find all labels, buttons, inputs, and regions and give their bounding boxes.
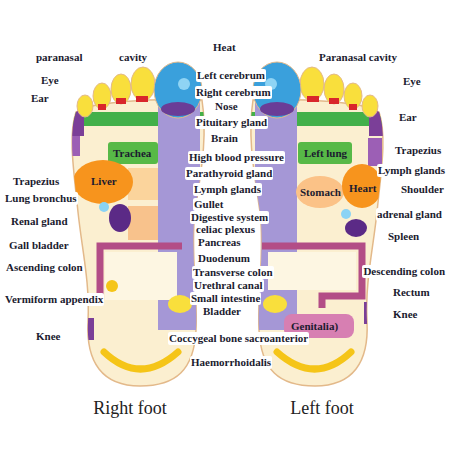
adrenal-zone: [341, 209, 351, 219]
reflex-label: Ear: [398, 111, 418, 124]
reflex-label: Eye: [402, 75, 422, 88]
reflex-label: Urethral canal: [193, 279, 264, 292]
reflex-label: Right cerebrum: [195, 86, 272, 99]
lung-zone: [298, 142, 352, 164]
reflex-label: Ascending colon: [5, 261, 84, 274]
reflex-label: Descending colon: [362, 265, 446, 278]
reflex-label: Pituitary gland: [195, 116, 268, 129]
toes: [253, 62, 378, 118]
reflex-label: Knee: [392, 308, 418, 321]
nose-zone: [161, 102, 195, 116]
stomach-zone: [296, 176, 344, 208]
organ-zones: [245, 100, 395, 369]
reflex-label: celiac plexus: [195, 223, 256, 236]
renal-gland-zone: [99, 202, 109, 212]
reflex-label: Pancreas: [197, 236, 242, 249]
spleen-zone: [345, 219, 367, 237]
nose-zone: [260, 102, 294, 116]
reflex-label: Trapezius: [12, 175, 60, 188]
toe: [324, 74, 344, 104]
reflex-label: Paranasal cavity: [318, 51, 398, 64]
toe: [111, 74, 131, 104]
reflex-label: Parathyroid gland: [185, 167, 273, 180]
zone-label: Trachea: [112, 147, 152, 160]
trapezius-zone: [368, 138, 382, 166]
heart-zone: [342, 164, 382, 208]
kidney-zone: [109, 204, 131, 232]
knee-zone: [80, 318, 94, 340]
reflex-label: Lung bronchus: [4, 192, 78, 205]
reflex-label: Left cerebrum: [196, 69, 266, 82]
bladder-zone: [168, 295, 192, 313]
reflex-label: Coccygeal bone sacroanterior: [168, 332, 309, 345]
reflex-label: paranasal: [35, 51, 83, 64]
heel-crescent: [104, 352, 178, 369]
reflex-label: Digestive system: [190, 211, 269, 224]
zone-label: Liver: [90, 175, 118, 188]
toe: [344, 83, 362, 109]
trachea-zone: [108, 142, 158, 164]
reflex-label: Duodenum: [197, 252, 251, 265]
colon-band: [100, 246, 182, 302]
reflex-label: Vermiform appendix: [4, 293, 104, 306]
eye-mark: [349, 104, 357, 110]
reflex-label: Knee: [35, 330, 61, 343]
heel-crescent: [277, 352, 351, 369]
eye-mark: [329, 98, 339, 104]
appendix-zone: [106, 280, 118, 292]
reflex-label: Small intestine: [190, 292, 261, 305]
small-intestine-zone: [268, 252, 356, 290]
pancreas-zone: [128, 206, 158, 240]
reflex-label: Rectum: [392, 286, 431, 299]
reflex-label: adrenal gland: [376, 208, 443, 221]
liver-zone: [73, 160, 133, 204]
reflex-label: Gullet: [193, 198, 224, 211]
small-intestine-zone: [105, 252, 177, 300]
zone-label: Stomach: [299, 186, 342, 199]
zone-label: Left lung: [303, 147, 348, 160]
reflex-label: Spleen: [387, 230, 420, 243]
knee-zone: [364, 302, 378, 324]
zone-label: Heart: [348, 182, 377, 195]
eye-mark: [98, 104, 106, 110]
reflex-label: Lymph glands: [377, 164, 446, 177]
reflex-label: Transverse colon: [192, 266, 274, 279]
eye-mark: [307, 96, 319, 102]
eye-mark: [136, 96, 148, 102]
reflex-label: Gall bladder: [8, 239, 70, 252]
cerebrum-dot: [178, 78, 190, 90]
bladder-zone: [263, 295, 287, 313]
toe: [362, 95, 378, 117]
reflex-label: Brain: [210, 132, 239, 145]
reflex-label: Ear: [30, 92, 50, 105]
trapezius-zone: [70, 136, 80, 156]
eye-mark: [116, 98, 126, 104]
foot-caption: Right foot: [92, 398, 168, 419]
reflex-label: Nose: [214, 100, 239, 113]
reflex-label: Renal gland: [10, 215, 69, 228]
toes: [77, 62, 202, 118]
toe: [300, 67, 324, 101]
zone-label: Genitalia): [290, 320, 339, 333]
toe: [93, 83, 111, 109]
reflex-label: Shoulder: [400, 183, 445, 196]
reflex-label: Trapezius: [394, 144, 442, 157]
reflex-label: Bladder: [202, 305, 242, 318]
reflex-label: Lymph glands: [193, 183, 262, 196]
toe: [77, 95, 93, 117]
organ-zones: [60, 100, 210, 369]
reflex-label: cavity: [118, 51, 148, 64]
reflex-label: Eye: [40, 74, 60, 87]
foot-caption: Left foot: [289, 398, 354, 419]
toe: [131, 67, 155, 101]
reflex-label: High blood pressure: [188, 151, 285, 164]
reflex-label: Haemorrhoidalis: [190, 356, 272, 369]
reflex-label: Heat: [212, 41, 237, 54]
